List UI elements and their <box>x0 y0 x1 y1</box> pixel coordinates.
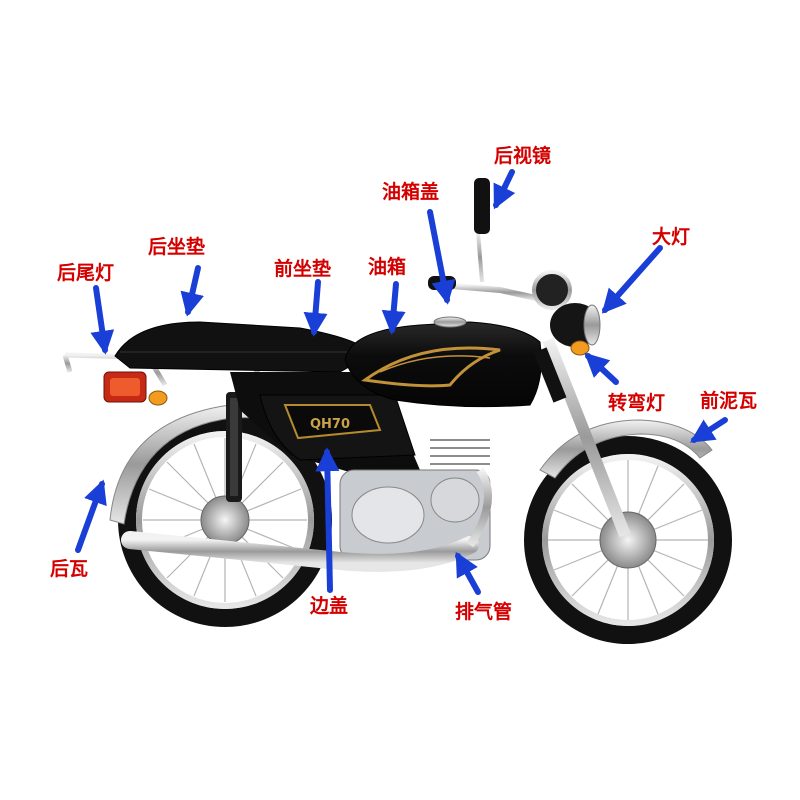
side-cover: QH70 <box>259 394 416 461</box>
arrow-rear-fender <box>75 479 107 553</box>
label-front-fender: 前泥瓦 <box>700 390 758 412</box>
arrow-front-seat <box>303 279 328 337</box>
headlight <box>550 303 601 347</box>
fuel-cap <box>433 316 467 328</box>
rear-shock <box>226 392 242 502</box>
arrow-turn-signal <box>584 352 619 385</box>
rear-turn-signal <box>148 390 168 406</box>
arrow-front-fender <box>689 417 728 443</box>
model-badge: QH70 <box>310 417 350 432</box>
label-rear-fender: 后瓦 <box>50 558 89 580</box>
arrow-fuel-cap <box>427 209 456 305</box>
fuel-tank <box>344 316 542 408</box>
label-mirror: 后视镜 <box>494 145 552 167</box>
label-rear-seat: 后坐垫 <box>148 236 206 258</box>
front-fork <box>533 337 631 538</box>
label-fuel-tank: 油箱 <box>368 256 407 278</box>
arrow-taillight <box>90 285 115 355</box>
seat <box>114 321 371 373</box>
label-side-cover: 边盖 <box>310 595 349 617</box>
exhaust-pipe <box>121 467 492 572</box>
speedometer <box>532 270 572 310</box>
label-taillight: 后尾灯 <box>57 262 115 284</box>
label-exhaust: 排气管 <box>455 601 513 623</box>
arrow-fuel-tank <box>381 281 406 335</box>
rear-mirror <box>474 178 490 234</box>
arrow-headlight <box>601 245 663 314</box>
label-fuel-cap: 油箱盖 <box>382 181 440 203</box>
label-front-seat: 前坐垫 <box>274 258 332 280</box>
arrow-exhaust <box>455 551 481 595</box>
front-turn-signal <box>570 340 590 356</box>
arrow-side-cover <box>315 447 340 593</box>
label-turn-signal: 转弯灯 <box>608 392 666 414</box>
taillight <box>103 371 147 403</box>
front-wheel <box>524 436 732 644</box>
arrow-mirror <box>493 169 516 210</box>
label-headlight: 大灯 <box>652 226 691 248</box>
arrow-rear-seat <box>180 265 204 317</box>
engine <box>339 439 491 561</box>
rear-wheel <box>118 413 332 627</box>
